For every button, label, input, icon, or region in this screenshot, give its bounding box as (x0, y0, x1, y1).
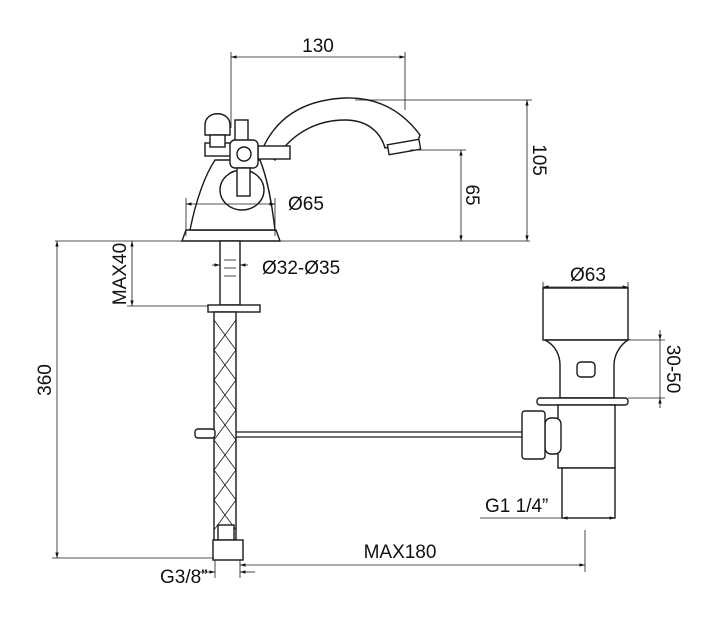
dim-total-height: 105 (528, 144, 549, 176)
dim-waste-thread: G1 1/4” (485, 496, 548, 517)
dim-hose-thread: G3/8” (160, 567, 208, 588)
hose-assembly (194, 240, 522, 561)
dim-base-diameter: Ø65 (288, 194, 324, 215)
dim-hole-diameter: Ø32-Ø35 (262, 258, 340, 279)
dim-spout-reach: 130 (302, 36, 334, 57)
dim-spout-height: 65 (461, 184, 482, 205)
dimension-lines (52, 52, 665, 578)
dim-waste-adjust: 30-50 (662, 345, 683, 394)
dim-hose-length: 360 (35, 364, 56, 396)
dim-max-deck: MAX40 (110, 243, 131, 305)
pop-up-waste (521, 287, 631, 519)
faucet (181, 97, 422, 242)
dim-waste-diameter: Ø63 (570, 265, 606, 286)
dim-max-rod: MAX180 (364, 542, 437, 563)
